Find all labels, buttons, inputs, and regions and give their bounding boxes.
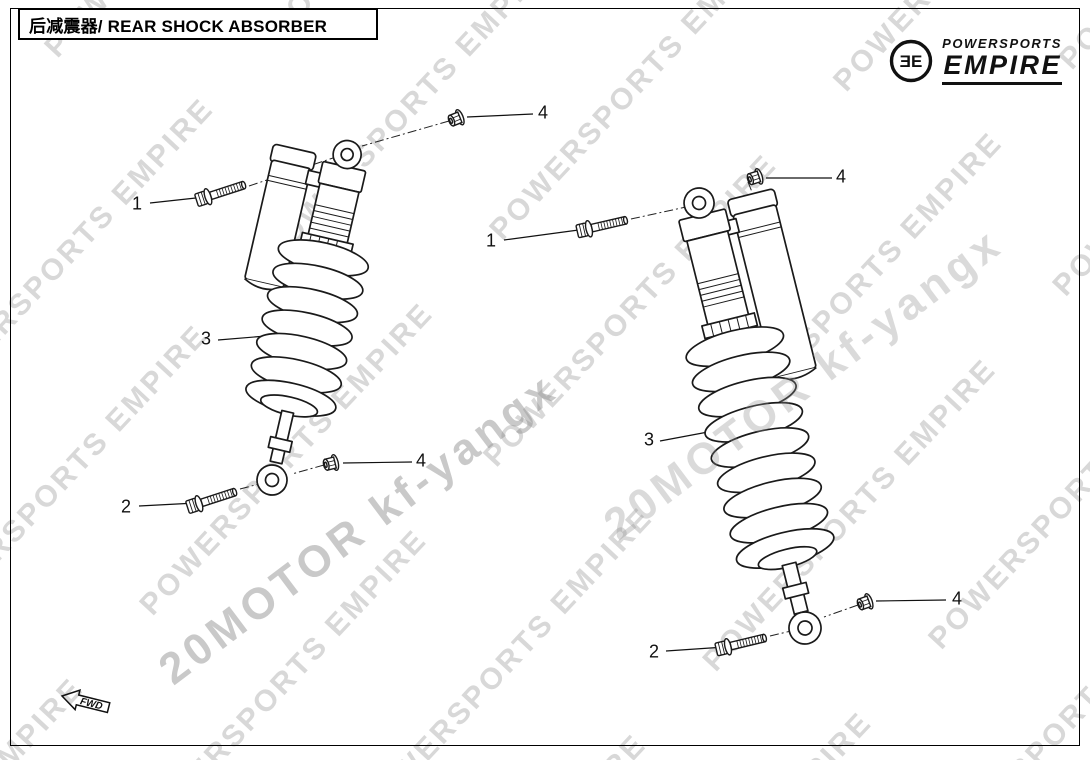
- page-title: 后减震器/ REAR SHOCK ABSORBER: [29, 16, 328, 36]
- callout-1-right: 1: [485, 230, 497, 251]
- brand-logo: ƎE POWERSPORTS EMPIRE: [887, 36, 1062, 86]
- nut-4-left-top: [445, 107, 467, 130]
- callout-1-left: 1: [131, 193, 143, 214]
- bolt-1-right: [574, 211, 630, 241]
- brand-name-bottom: EMPIRE: [943, 50, 1062, 80]
- bolt-2-right: [713, 628, 769, 659]
- callout-3-right: 3: [643, 429, 655, 450]
- shock-absorber-left: [244, 139, 370, 496]
- fwd-arrow-icon: FWD: [60, 689, 111, 714]
- fwd-label: FWD: [79, 696, 104, 712]
- nut-4-right-bottom: [854, 592, 876, 614]
- callout-4-right-bottom: 4: [951, 588, 963, 609]
- callout-4-left-bottom: 4: [415, 450, 427, 471]
- brand-name-top: POWERSPORTS: [942, 36, 1062, 51]
- title-block: 后减震器/ REAR SHOCK ABSORBER: [18, 8, 378, 40]
- brand-text: POWERSPORTS EMPIRE: [942, 36, 1062, 86]
- callout-4-right-top: 4: [835, 166, 847, 187]
- callout-4-left-top: 4: [537, 102, 549, 123]
- assembly-dash-lines: [239, 120, 859, 637]
- callout-3-left: 3: [200, 328, 212, 349]
- nut-4-right-top: [744, 167, 766, 189]
- shock-absorber-right: [678, 187, 835, 645]
- bolt-1-left: [193, 175, 249, 209]
- nut-4-left-bottom: [321, 453, 341, 474]
- brand-emblem-icon: ƎE: [889, 39, 933, 82]
- bolt-2-left: [184, 482, 240, 516]
- callout-2-left: 2: [120, 496, 132, 517]
- callout-2-right: 2: [648, 641, 660, 662]
- brand-emblem-letters: ƎE: [900, 52, 923, 71]
